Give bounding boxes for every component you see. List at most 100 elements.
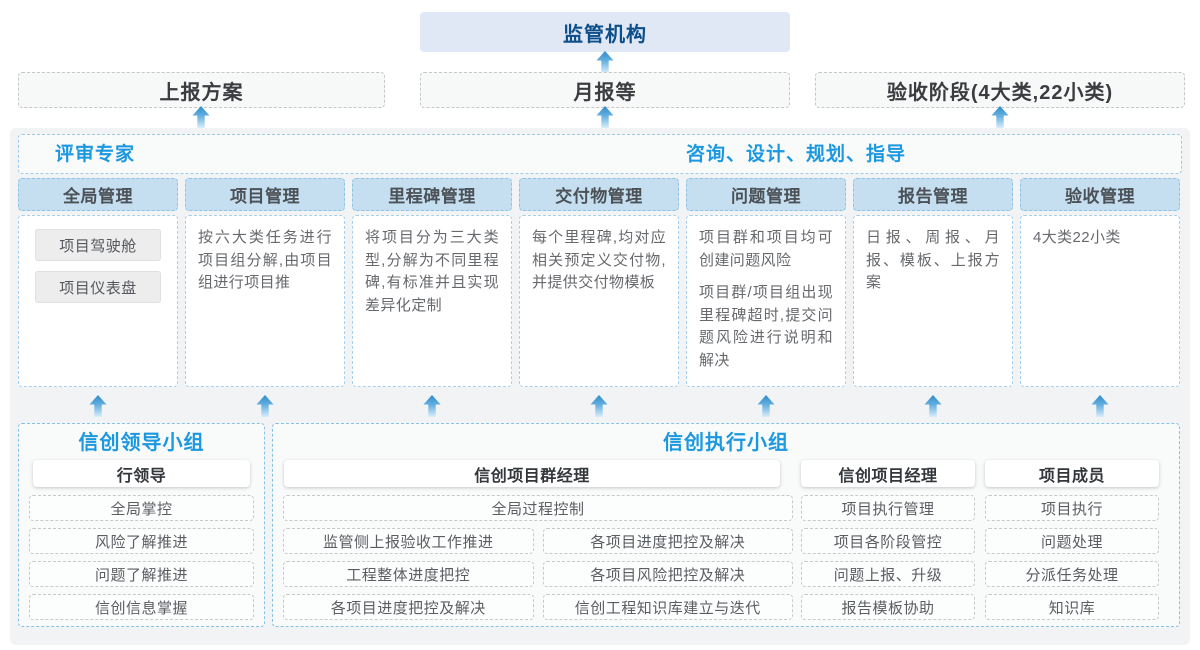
task-label: 监管侧上报验收工作推进 bbox=[322, 533, 494, 551]
module-title: 报告管理 bbox=[898, 187, 968, 206]
module-title: 全局管理 bbox=[63, 187, 133, 206]
up-arrow-icon bbox=[256, 395, 274, 417]
up-arrow-icon bbox=[924, 395, 942, 417]
role-label: 项目成员 bbox=[1038, 467, 1105, 485]
task-label: 问题上报、升级 bbox=[833, 566, 943, 584]
task-box: 项目执行 bbox=[985, 495, 1159, 521]
task-box: 风险了解推进 bbox=[29, 528, 254, 554]
review-experts-label: 评审专家 bbox=[55, 144, 136, 165]
task-box: 分派任务处理 bbox=[985, 561, 1159, 587]
up-arrow-icon bbox=[991, 106, 1009, 128]
task-label: 各项目进度把控及解决 bbox=[330, 599, 486, 617]
task-label: 工程整体进度把控 bbox=[346, 566, 471, 584]
task-box: 问题了解推进 bbox=[29, 561, 254, 587]
task-row: 工程整体进度把控 各项目风险把控及解决 bbox=[283, 561, 793, 587]
regulator-box: 监管机构 bbox=[420, 12, 790, 52]
role-box-project-manager: 信创项目经理 bbox=[801, 460, 975, 487]
task-box: 知识库 bbox=[985, 594, 1159, 620]
task-label: 项目执行管理 bbox=[841, 500, 935, 518]
up-arrow-icon bbox=[596, 51, 614, 73]
up-arrow-icon bbox=[596, 106, 614, 128]
output-box-monthly-report: 月报等 bbox=[420, 72, 790, 108]
module-body-issue-management: 项目群和项目均可创建问题风险 项目群/项目组出现里程碑超时,提交问题风险进行说明… bbox=[686, 215, 846, 387]
module-description: 4大类22小类 bbox=[1033, 229, 1121, 246]
exec-column-project-manager: 信创项目经理 项目执行管理 项目各阶段管控 问题上报、升级 报告模板协助 bbox=[801, 424, 975, 626]
regulator-label: 监管机构 bbox=[563, 23, 647, 46]
module-body-milestone-management: 将项目分为三大类型,分解为不同里程碑,有标准并且实现差异化定制 bbox=[352, 215, 512, 387]
module-description: 每个里程碑,均对应相关预定义交付物,并提供交付物模板 bbox=[532, 229, 666, 291]
task-label: 分派任务处理 bbox=[1025, 566, 1119, 584]
module-body-report-management: 日报、周报、月报、模板、上报方案 bbox=[853, 215, 1013, 387]
up-arrow-icon bbox=[757, 395, 775, 417]
module-header-issue-management: 问题管理 bbox=[686, 178, 846, 211]
task-label: 各项目进度把控及解决 bbox=[590, 533, 746, 551]
module-title: 里程碑管理 bbox=[388, 187, 476, 206]
module-header-acceptance-management: 验收管理 bbox=[1020, 178, 1180, 211]
task-box: 信创信息掌握 bbox=[29, 594, 254, 620]
task-box: 各项目风险把控及解决 bbox=[542, 561, 793, 587]
mini-box-project-dashboard: 项目仪表盘 bbox=[35, 271, 161, 303]
module-description: 将项目分为三大类型,分解为不同里程碑,有标准并且实现差异化定制 bbox=[365, 229, 499, 314]
task-label: 问题了解推进 bbox=[94, 566, 188, 584]
module-description: 日报、周报、月报、模板、上报方案 bbox=[866, 229, 1000, 291]
task-row: 监管侧上报验收工作推进 各项目进度把控及解决 bbox=[283, 528, 793, 554]
module-title: 交付物管理 bbox=[555, 187, 643, 206]
output-box-acceptance-stage: 验收阶段(4大类,22小类) bbox=[815, 72, 1185, 108]
task-row: 各项目进度把控及解决 信创工程知识库建立与迭代 bbox=[283, 594, 793, 620]
role-label: 信创项目经理 bbox=[838, 467, 938, 485]
task-label: 项目执行 bbox=[1040, 500, 1103, 518]
module-title: 验收管理 bbox=[1065, 187, 1135, 206]
module-description: 按六大类任务进行项目组分解,由项目组进行项目推 bbox=[198, 229, 332, 291]
up-arrow-icon bbox=[423, 395, 441, 417]
module-description: 项目群/项目组出现里程碑超时,提交问题风险进行说明和解决 bbox=[699, 284, 833, 369]
module-body-project-management: 按六大类任务进行项目组分解,由项目组进行项目推 bbox=[185, 215, 345, 387]
exec-group-container: 信创执行小组 信创项目群经理 全局过程控制 监管侧上报验收工作推进 各项目进度把… bbox=[272, 423, 1180, 627]
output-box-report-plan: 上报方案 bbox=[18, 72, 385, 108]
mini-box-label: 项目驾驶舱 bbox=[59, 237, 137, 255]
output-label: 上报方案 bbox=[159, 81, 244, 104]
module-header-global-management: 全局管理 bbox=[18, 178, 178, 211]
module-header-deliverable-management: 交付物管理 bbox=[519, 178, 679, 211]
role-label: 行领导 bbox=[116, 467, 167, 485]
leader-group-title: 信创领导小组 bbox=[78, 432, 205, 454]
up-arrow-icon bbox=[89, 395, 107, 417]
task-label: 知识库 bbox=[1048, 599, 1096, 617]
task-label: 报告模板协助 bbox=[841, 599, 935, 617]
module-title: 项目管理 bbox=[230, 187, 300, 206]
task-box: 项目执行管理 bbox=[801, 495, 975, 521]
task-label: 全局过程控制 bbox=[491, 500, 585, 518]
task-label: 信创工程知识库建立与迭代 bbox=[574, 599, 761, 617]
leader-group-container: 信创领导小组 行领导 全局掌控 风险了解推进 问题了解推进 信创信息掌握 bbox=[18, 423, 265, 627]
consulting-label: 咨询、设计、规划、指导 bbox=[686, 144, 907, 165]
task-box: 信创工程知识库建立与迭代 bbox=[542, 594, 793, 620]
task-label: 各项目风险把控及解决 bbox=[590, 566, 746, 584]
role-box-member: 项目成员 bbox=[985, 460, 1159, 487]
task-label: 全局掌控 bbox=[110, 500, 173, 518]
task-box: 各项目进度把控及解决 bbox=[283, 594, 534, 620]
output-label: 月报等 bbox=[573, 81, 637, 104]
mini-box-label: 项目仪表盘 bbox=[59, 279, 137, 297]
mini-box-project-cockpit: 项目驾驶舱 bbox=[35, 229, 161, 261]
task-box: 工程整体进度把控 bbox=[283, 561, 534, 587]
task-box: 项目各阶段管控 bbox=[801, 528, 975, 554]
up-arrow-icon bbox=[1091, 395, 1109, 417]
task-box: 各项目进度把控及解决 bbox=[542, 528, 793, 554]
exec-column-member: 项目成员 项目执行 问题处理 分派任务处理 知识库 bbox=[985, 424, 1159, 626]
exec-column-program-manager: 信创项目群经理 全局过程控制 监管侧上报验收工作推进 各项目进度把控及解决 工程… bbox=[283, 424, 793, 626]
module-title: 问题管理 bbox=[731, 187, 801, 206]
module-body-global-management: 项目驾驶舱 项目仪表盘 bbox=[18, 215, 178, 387]
up-arrow-icon bbox=[192, 106, 210, 128]
advisor-strip: 评审专家 咨询、设计、规划、指导 bbox=[18, 134, 1182, 174]
role-box-program-manager: 信创项目群经理 bbox=[284, 460, 780, 487]
task-label: 项目各阶段管控 bbox=[833, 533, 943, 551]
exec-group-title: 信创执行小组 bbox=[663, 432, 789, 454]
role-box-bank-leader: 行领导 bbox=[33, 460, 250, 487]
module-header-report-management: 报告管理 bbox=[853, 178, 1013, 211]
up-arrow-icon bbox=[590, 395, 608, 417]
task-box: 全局掌控 bbox=[29, 495, 254, 521]
task-box: 全局过程控制 bbox=[283, 495, 793, 521]
task-box: 问题上报、升级 bbox=[801, 561, 975, 587]
task-label: 问题处理 bbox=[1040, 533, 1103, 551]
module-body-deliverable-management: 每个里程碑,均对应相关预定义交付物,并提供交付物模板 bbox=[519, 215, 679, 387]
role-label: 信创项目群经理 bbox=[474, 467, 590, 485]
